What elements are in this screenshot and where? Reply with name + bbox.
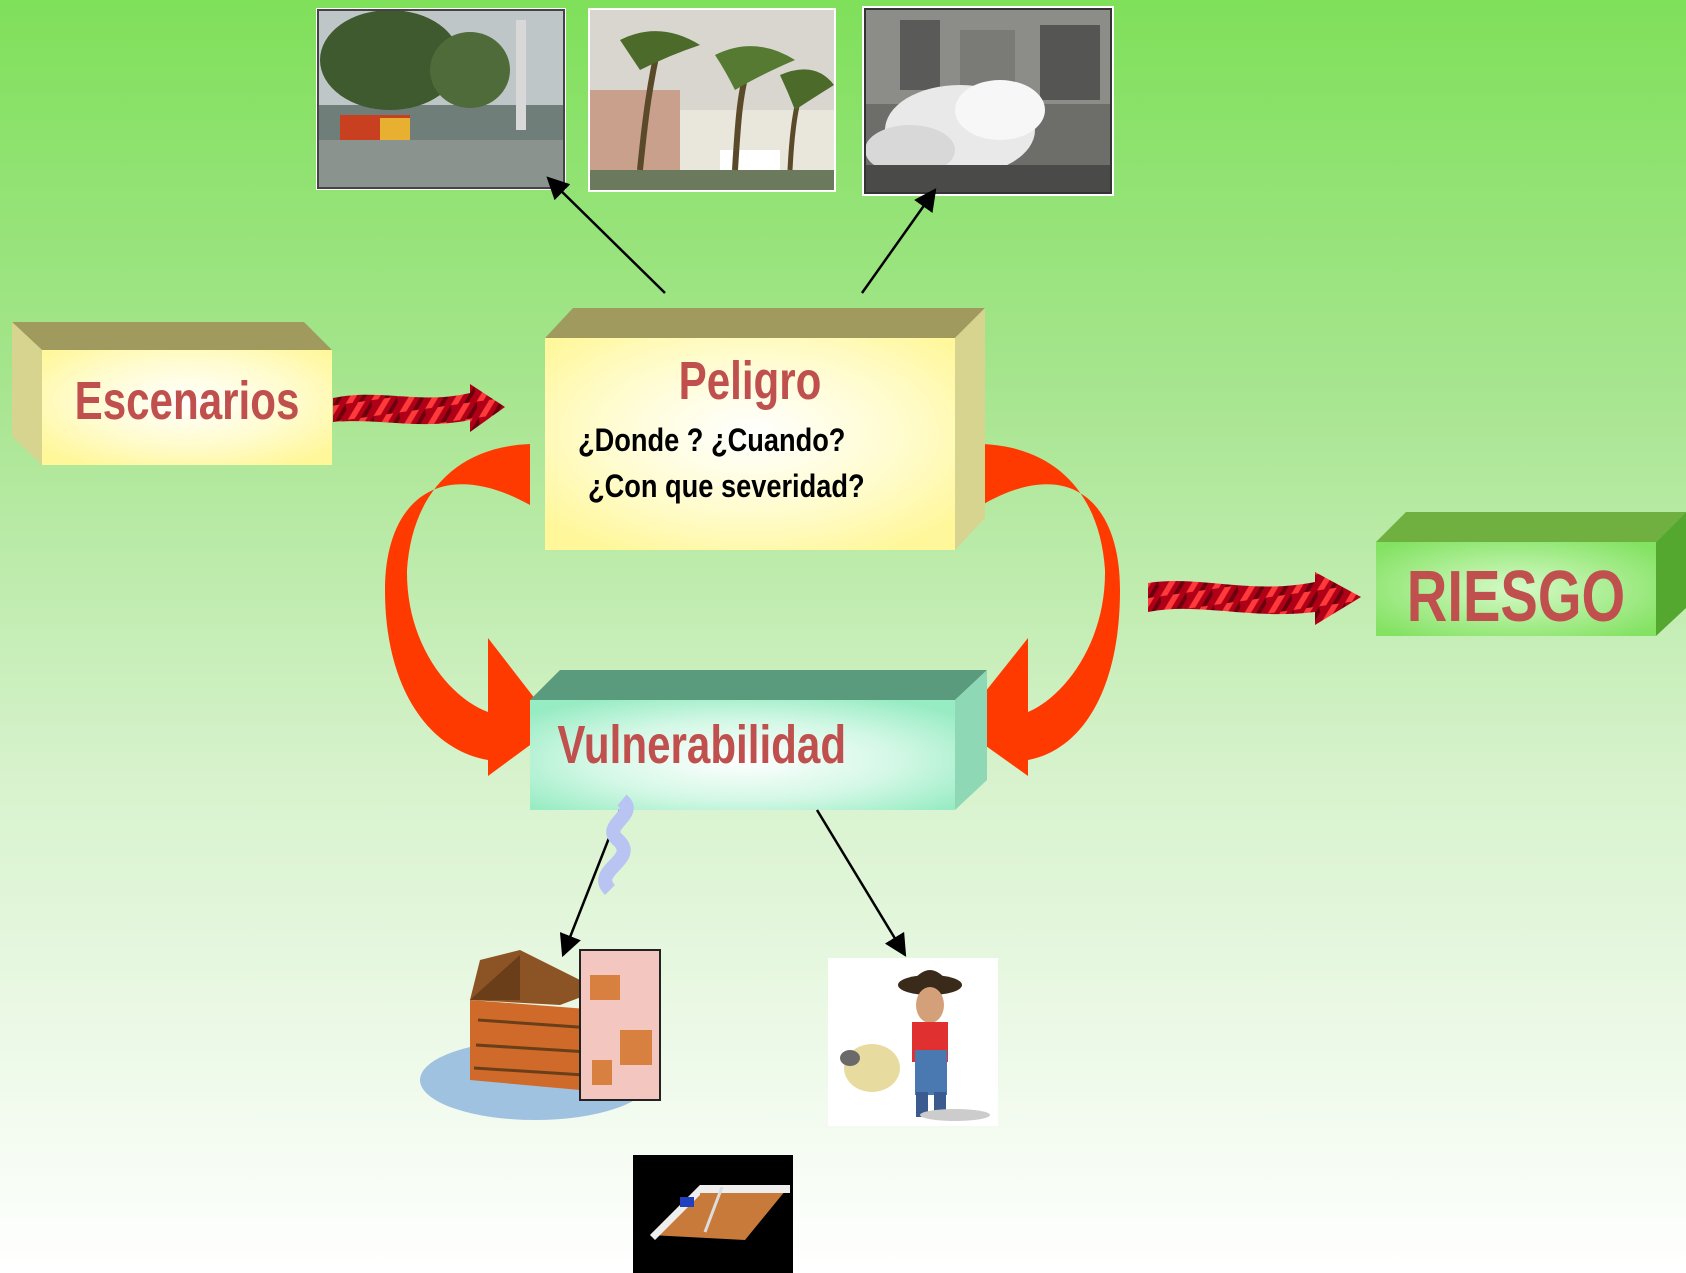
escenarios-box: [12, 322, 332, 465]
vulnerabilidad-label: Vulnerabilidad: [557, 715, 847, 775]
peligro-box: [545, 308, 985, 550]
vulnerabilidad-box: [530, 670, 987, 810]
escenarios-to-peligro-arrow: [333, 384, 505, 432]
wooden-house-clipart: [420, 794, 661, 1120]
arrow-to-wave-photo: [860, 188, 937, 294]
left-curved-arrow: [385, 444, 556, 776]
question-line-1: ¿Donde ? ¿Cuando?: [578, 422, 846, 458]
arrow-to-farmer: [815, 809, 907, 957]
to-riesgo-arrow: [1148, 572, 1361, 625]
question-line-2: ¿Con que severidad?: [588, 468, 865, 504]
hurricane-palm-trees-photo: [588, 8, 836, 192]
right-curved-arrow: [958, 444, 1120, 776]
riesgo-box: [1376, 512, 1686, 636]
peligro-label: Peligro: [678, 351, 822, 411]
room-floorplan-3d-image: [633, 1155, 793, 1273]
storm-surge-wave-photo: [862, 6, 1114, 196]
escenarios-label: Escenarios: [74, 371, 300, 431]
arrow-to-flood-photo: [546, 176, 666, 294]
riesgo-label: RIESGO: [1406, 557, 1626, 637]
farmer-with-sheep-clipart: [828, 958, 998, 1126]
flooded-street-photo: [316, 8, 566, 190]
